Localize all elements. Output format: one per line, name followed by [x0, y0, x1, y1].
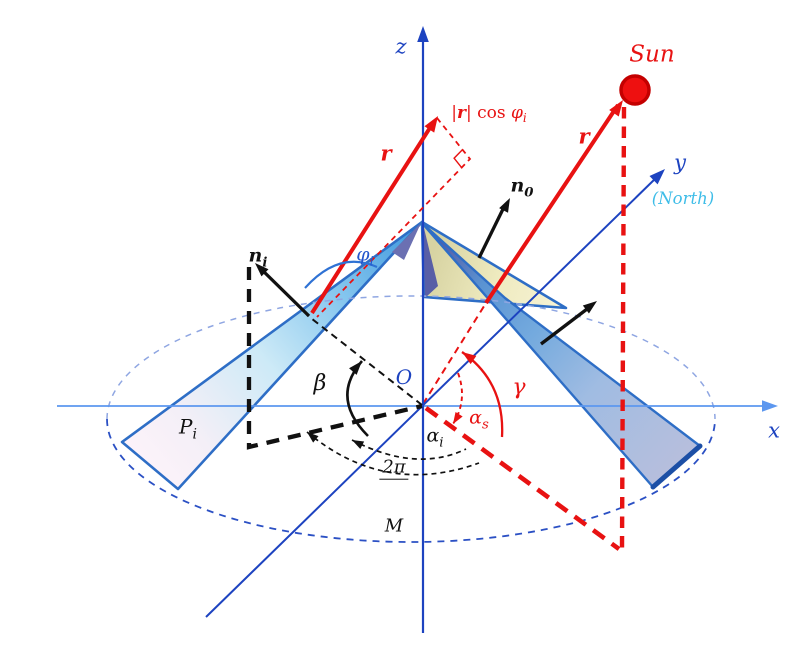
x-axis-arrow-icon	[762, 400, 778, 412]
gamma-label: γ	[512, 375, 526, 400]
sun-vertical-dashed	[619, 106, 627, 550]
r-sun-label: r	[578, 123, 590, 149]
north-label: (North)	[651, 188, 715, 208]
panel-right-base-edge	[650, 443, 703, 490]
ni-label: ni	[248, 244, 268, 271]
origin-to-panel-dashed	[306, 314, 423, 406]
panel-sliver-right	[423, 224, 438, 298]
r-cos-phi-label: |r| cos φi	[451, 102, 527, 126]
r-vector-to-sun	[484, 96, 628, 305]
beta-label: β	[313, 371, 327, 396]
alpha-i-arc	[350, 436, 467, 460]
y-axis	[205, 164, 670, 618]
alpha-s-label: αs	[469, 406, 489, 433]
alpha-i-arc-arrow-icon	[350, 436, 365, 450]
projection-construction-dashed	[316, 117, 472, 318]
two-pi-over-m-arc	[304, 428, 480, 476]
beta-arc	[346, 357, 369, 437]
z-axis-label: z	[395, 34, 407, 59]
ground-circle-front	[106, 418, 716, 543]
r-left-label: r	[380, 140, 392, 166]
gamma-arc	[459, 347, 504, 438]
panel-pi	[120, 220, 424, 491]
sun-azimuth-projection-dashed	[424, 406, 621, 551]
two-pi-over-m-label: 2π M	[379, 423, 409, 556]
panel-right	[420, 221, 702, 489]
origin-label: O	[395, 365, 413, 389]
phi-i-arc	[304, 260, 378, 289]
z-axis-arrow-icon	[417, 26, 429, 42]
panel-sliver-left	[392, 223, 421, 260]
x-axis	[57, 400, 778, 412]
ground-circle-back	[106, 295, 716, 420]
normal-right-panel-vector	[540, 297, 601, 346]
normal-n0-vector	[477, 195, 515, 259]
sun-direction-dashed	[422, 302, 487, 405]
normal-projection-dashed	[246, 267, 423, 450]
right-angle-mark	[453, 149, 464, 169]
alpha-i-label: αi	[426, 424, 444, 451]
phi-i-label: φi	[356, 243, 374, 270]
sun-label: Sun	[629, 41, 675, 68]
y-axis-label: y	[674, 150, 686, 175]
r-vector-left	[310, 112, 443, 315]
normal-ni-vector	[251, 259, 311, 318]
pi-panel-label: Pi	[179, 414, 197, 443]
x-axis-label: x	[768, 418, 780, 443]
sun-icon	[619, 74, 651, 106]
alpha-s-arc	[449, 372, 463, 427]
n0-label: n0	[510, 174, 534, 201]
z-axis	[417, 26, 429, 633]
